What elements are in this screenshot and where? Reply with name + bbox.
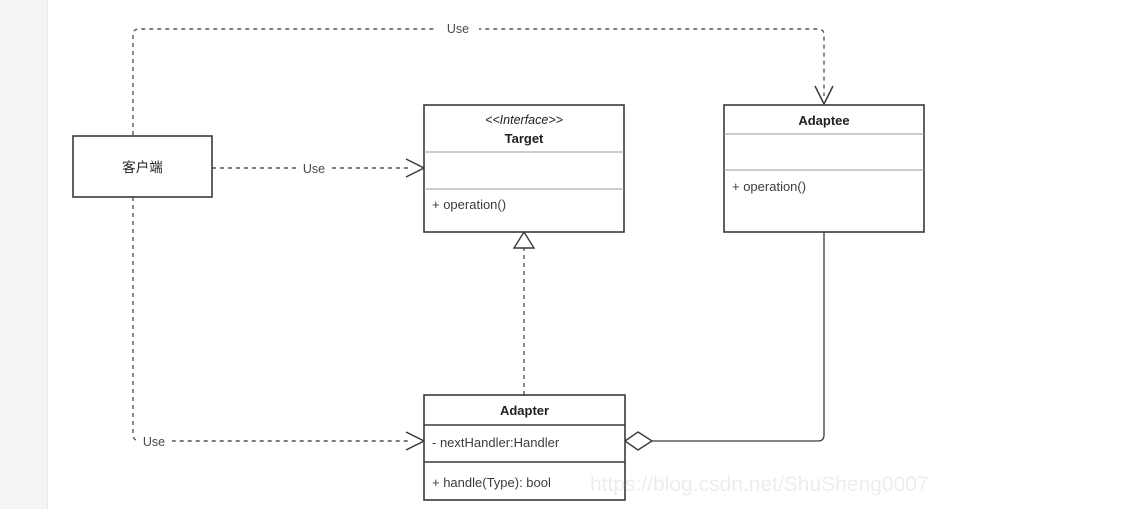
edge-client-to-target-label: Use [303, 162, 325, 176]
node-adapter-title: Adapter [500, 403, 549, 418]
node-adapter[interactable]: Adapter - nextHandler:Handler + handle(T… [423, 394, 626, 501]
node-adapter-attribute-0: - nextHandler:Handler [432, 435, 560, 450]
node-adaptee-method-0: + operation() [732, 179, 806, 194]
node-target-method-0: + operation() [432, 197, 506, 212]
edge-adapter-to-target-hollow-triangle [512, 230, 536, 249]
edge-adapter-to-adaptee[interactable] [623, 232, 825, 451]
edge-client-to-adaptee-label-bg [437, 20, 479, 38]
edge-client-to-target[interactable]: Use [212, 158, 426, 178]
node-adaptee[interactable]: Adaptee + operation() [723, 104, 925, 233]
node-target-title: Target [505, 131, 544, 146]
edge-client-to-adaptee-arrowhead [814, 85, 834, 106]
edge-client-to-target-arrowhead [405, 158, 426, 178]
edge-client-to-adaptee[interactable]: Use [132, 20, 834, 167]
edge-adapter-to-adaptee-line [652, 232, 825, 442]
edge-client-to-adapter-line [132, 197, 410, 442]
node-client-box [72, 135, 213, 198]
edge-client-to-adaptee-label: Use [447, 22, 469, 36]
edge-client-to-adapter-arrowhead [405, 431, 426, 451]
node-adapter-box [423, 394, 626, 501]
edge-adapter-to-target[interactable] [512, 230, 536, 395]
edge-client-to-adapter-label: Use [143, 435, 165, 449]
csdn-watermark: https://blog.csdn.net/ShuSheng0007 [590, 473, 929, 496]
node-adaptee-title: Adaptee [798, 113, 849, 128]
edge-client-to-adapter[interactable]: Use [132, 197, 426, 451]
node-adaptee-box [723, 104, 925, 233]
edge-client-to-target-label-bg [296, 160, 332, 177]
node-client-label: 客户端 [122, 159, 163, 175]
edge-client-to-adapter-label-bg [136, 433, 172, 450]
node-target-stereotype: <<Interface>> [485, 113, 563, 127]
node-target-box [423, 104, 625, 233]
edge-adapter-to-adaptee-hollow-diamond [623, 431, 654, 451]
left-gutter-strip [0, 0, 48, 509]
node-adapter-method-0: + handle(Type): bool [432, 475, 551, 490]
node-client[interactable]: 客户端 [72, 135, 213, 198]
node-target[interactable]: <<Interface>> Target + operation() [423, 104, 625, 233]
